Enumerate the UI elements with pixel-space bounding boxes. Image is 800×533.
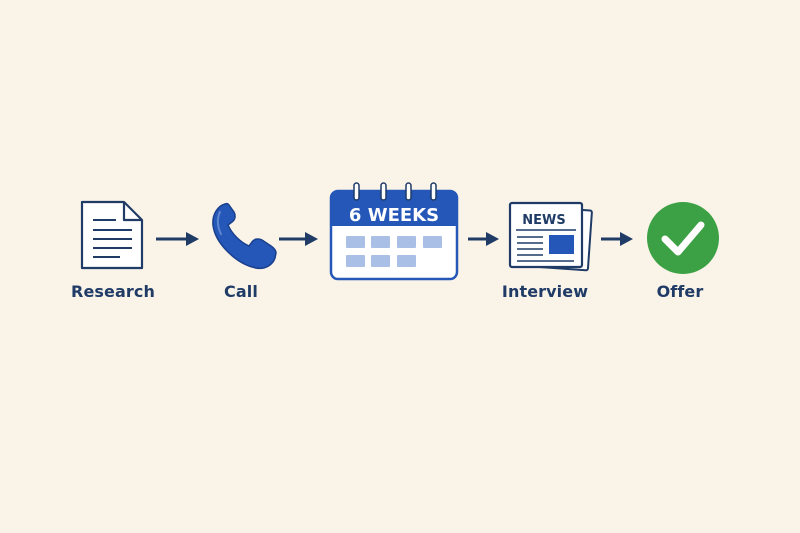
calendar-title: 6 WEEKS: [349, 205, 439, 226]
arrow-research-to-call: [156, 232, 199, 246]
arrow-call-to-wait: [279, 232, 318, 246]
calendar-grid: [346, 236, 442, 267]
newspaper-title: NEWS: [522, 213, 565, 228]
step-label-interview: Interview: [501, 282, 589, 301]
calendar-icon: 6 WEEKS: [329, 182, 459, 281]
arrow-wait-to-interview: [468, 232, 499, 246]
arrow-interview-to-offer: [601, 232, 633, 246]
document-icon: [80, 200, 144, 270]
calendar-rings: [353, 182, 437, 201]
newspaper-icon: NEWS: [508, 201, 593, 272]
step-label-call: Call: [224, 282, 258, 301]
step-label-offer: Offer: [656, 282, 704, 301]
step-label-research: Research: [71, 282, 155, 301]
check-circle-icon: [647, 202, 719, 274]
phone-icon: [212, 202, 277, 270]
